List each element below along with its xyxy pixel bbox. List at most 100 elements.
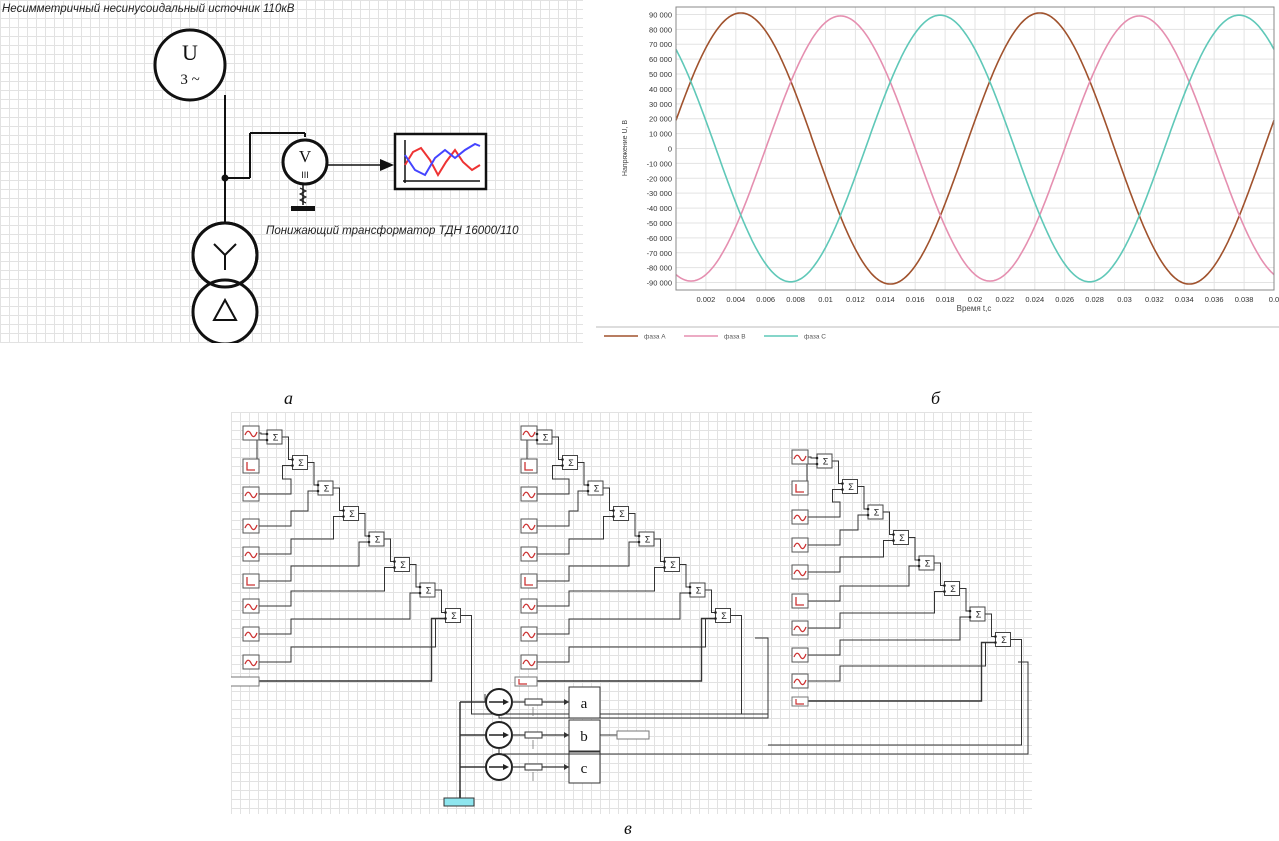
svg-text:Σ: Σ [645, 535, 651, 545]
svg-text:Σ: Σ [670, 560, 676, 570]
adder-block[interactable]: Σ [815, 453, 833, 469]
harmonic-source-block[interactable] [791, 449, 809, 465]
harmonic-source-block[interactable] [791, 537, 809, 553]
harmonic-source-block[interactable] [791, 480, 809, 496]
adder-block[interactable]: Σ [841, 479, 858, 494]
adder-block[interactable]: Σ [637, 531, 655, 547]
phase-terminal-b[interactable]: b [568, 719, 601, 752]
harmonic-source-block[interactable] [242, 573, 260, 589]
adder-block[interactable]: Σ [535, 429, 553, 445]
ramp-source-block[interactable] [231, 676, 260, 687]
harmonic-source-block[interactable] [791, 647, 809, 663]
y-tick-label: -20 000 [647, 174, 672, 183]
svg-text:a: a [581, 696, 588, 712]
harmonic-source-block[interactable] [520, 518, 538, 534]
harmonic-source-block[interactable] [520, 654, 538, 670]
legend-entry: фаза C [804, 334, 826, 341]
adder-block[interactable]: Σ [418, 582, 436, 598]
signal-wire [259, 617, 446, 682]
harmonic-source-block[interactable] [520, 573, 538, 589]
harmonic-source-block[interactable] [520, 598, 538, 614]
transformer-label: Понижающий трансформатор ТДН 16000/110 [266, 225, 519, 237]
signal-wire [537, 516, 614, 555]
resistor-block[interactable] [524, 731, 543, 739]
harmonic-source-block[interactable] [242, 458, 260, 474]
transformer-icon[interactable] [191, 221, 259, 343]
signal-wire [333, 487, 344, 511]
adder-block[interactable]: Σ [968, 606, 986, 622]
y-tick-label: -90 000 [647, 279, 672, 288]
adder-block[interactable]: Σ [586, 480, 604, 496]
legend-entry: фаза B [724, 334, 746, 341]
x-tick-label: 0.0 [1269, 295, 1279, 304]
voltage-source-icon[interactable]: U 3 ~ [153, 28, 227, 102]
adder-block[interactable]: Σ [342, 506, 359, 521]
harmonic-source-block[interactable] [791, 564, 809, 580]
adder-block[interactable]: Σ [917, 555, 935, 571]
adder-block[interactable]: Σ [943, 581, 960, 596]
harmonic-source-block[interactable] [242, 598, 260, 614]
adder-block[interactable]: Σ [444, 608, 461, 623]
voltmeter-icon[interactable]: V III [281, 138, 329, 186]
signal-wire [358, 513, 369, 537]
adder-block[interactable]: Σ [265, 429, 283, 445]
phase-terminal-c[interactable]: c [568, 751, 601, 784]
signal-wire [259, 432, 267, 435]
signal-wire [537, 567, 665, 607]
current-source-icon[interactable] [485, 688, 513, 716]
harmonic-source-block[interactable] [242, 518, 260, 534]
svg-text:Σ: Σ [426, 586, 432, 596]
adder-block[interactable]: Σ [866, 504, 884, 520]
harmonic-source-block[interactable] [242, 425, 260, 441]
signal-wire [603, 487, 614, 511]
phase-terminal-a[interactable]: a [568, 686, 601, 719]
adder-block[interactable]: Σ [612, 506, 629, 521]
adder-block[interactable]: Σ [714, 608, 731, 623]
oscilloscope-icon[interactable] [393, 132, 488, 191]
harmonic-source-block[interactable] [520, 458, 538, 474]
resistor-block[interactable] [524, 698, 543, 706]
ground-block[interactable] [443, 790, 475, 807]
svg-text:Σ: Σ [619, 509, 625, 519]
x-tick-label: 0.002 [697, 295, 716, 304]
series-line-фаза-A [675, 12, 1275, 285]
harmonic-source-block[interactable] [520, 546, 538, 562]
signal-wire [808, 591, 945, 629]
adder-block[interactable]: Σ [316, 480, 334, 496]
adder-block[interactable]: Σ [393, 557, 410, 572]
adder-block[interactable]: Σ [367, 531, 385, 547]
harmonic-source-block[interactable] [791, 673, 809, 689]
signal-wire [435, 589, 446, 613]
adder-block[interactable]: Σ [561, 455, 578, 470]
ground-icon [291, 184, 315, 211]
harmonic-source-block[interactable] [242, 626, 260, 642]
harmonic-source-block[interactable] [242, 654, 260, 670]
harmonic-source-block[interactable] [791, 620, 809, 636]
y-tick-label: -10 000 [647, 159, 672, 168]
signal-wire [259, 465, 293, 495]
adder-block[interactable]: Σ [663, 557, 680, 572]
adder-block[interactable]: Σ [688, 582, 706, 598]
resistor-block[interactable] [524, 763, 543, 771]
harmonic-source-block[interactable] [520, 425, 538, 441]
x-tick-label: 0.014 [876, 295, 895, 304]
harmonic-source-block[interactable] [791, 509, 809, 525]
harmonic-source-block[interactable] [242, 546, 260, 562]
svg-text:Σ: Σ [400, 560, 406, 570]
current-source-icon[interactable] [485, 753, 513, 781]
signal-wire [259, 567, 395, 607]
output-block[interactable] [616, 730, 650, 740]
current-source-icon[interactable] [485, 721, 513, 749]
ramp-source-block[interactable] [791, 696, 809, 707]
adder-block[interactable]: Σ [892, 530, 909, 545]
adder-block[interactable]: Σ [291, 455, 308, 470]
adder-block[interactable]: Σ [994, 632, 1011, 647]
harmonic-source-block[interactable] [242, 486, 260, 502]
svg-text:Σ: Σ [1001, 635, 1007, 645]
harmonic-source-block[interactable] [520, 486, 538, 502]
ramp-source-block[interactable] [514, 676, 538, 687]
harmonic-source-block[interactable] [520, 626, 538, 642]
harmonic-source-block[interactable] [791, 593, 809, 609]
signal-wire [857, 486, 868, 510]
signal-wire [409, 564, 420, 588]
